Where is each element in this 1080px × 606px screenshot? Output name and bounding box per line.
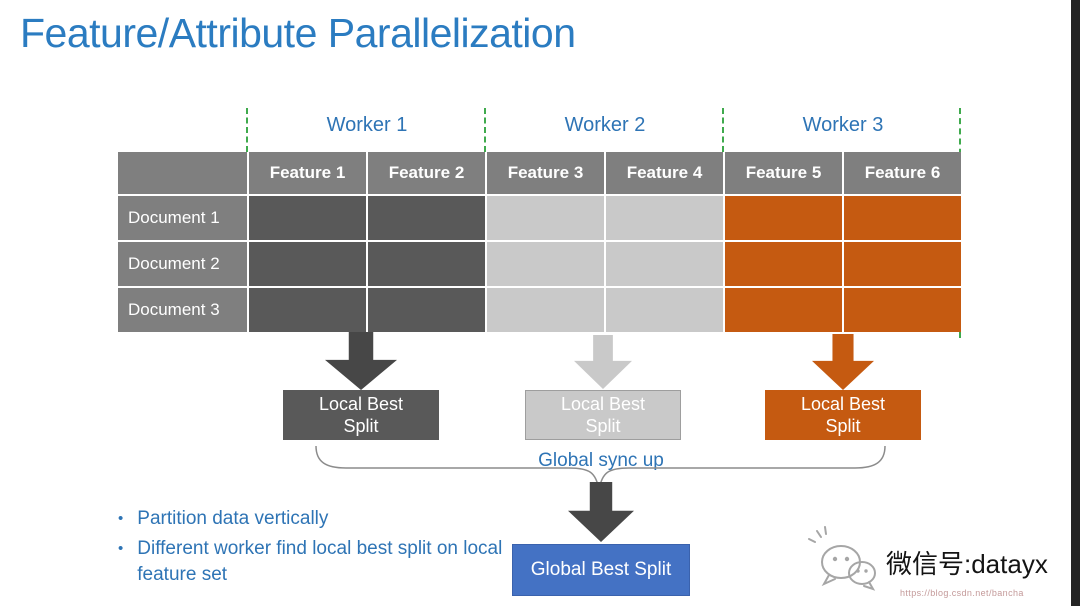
data-cell-worker2 [487, 196, 604, 240]
data-cell-worker1 [368, 196, 485, 240]
data-cell-worker2 [606, 288, 723, 332]
column-header-feature-5: Feature 5 [725, 152, 842, 194]
bullet-text: Partition data vertically [137, 508, 329, 529]
feature-table: Feature 1 Feature 2 Feature 3 Feature 4 … [118, 152, 961, 332]
column-header-feature-3: Feature 3 [487, 152, 604, 194]
data-cell-worker3 [725, 242, 842, 286]
row-header-document-1: Document 1 [118, 196, 247, 240]
data-cell-worker3 [725, 288, 842, 332]
column-header-feature-2: Feature 2 [368, 152, 485, 194]
column-header-feature-4: Feature 4 [606, 152, 723, 194]
bullet-dot: • [118, 540, 124, 557]
data-cell-worker3 [725, 196, 842, 240]
global-sync-label: Global sync up [538, 450, 664, 471]
data-cell-worker2 [606, 242, 723, 286]
data-cell-worker3 [844, 288, 961, 332]
row-header-document-3: Document 3 [118, 288, 247, 332]
local-best-split-label: Local Best Split [800, 394, 886, 436]
data-cell-worker2 [487, 288, 604, 332]
data-cell-worker3 [844, 242, 961, 286]
bullet-dot: • [118, 510, 124, 527]
data-cell-worker2 [606, 196, 723, 240]
wechat-icon [808, 526, 876, 591]
worker1-down-arrow [325, 332, 397, 390]
worker1-label: Worker 1 [326, 114, 408, 136]
data-cell-worker1 [249, 288, 366, 332]
data-cell-worker1 [368, 242, 485, 286]
data-cell-worker1 [249, 242, 366, 286]
data-cell-worker2 [487, 242, 604, 286]
global-best-split-label: Global Best Split [530, 559, 672, 580]
watermark: 微信号:datayx [806, 526, 1048, 598]
screen-edge-strip [1071, 0, 1080, 606]
worker2-label: Worker 2 [564, 114, 646, 136]
bullet-item: • Different worker find local best split… [118, 536, 518, 588]
worker3-local-best-split-box: Local Best Split [765, 390, 921, 440]
global-best-split-box: Global Best Split [512, 544, 690, 596]
bullet-item: • Partition data vertically [118, 506, 518, 532]
worker2-local-best-split-box: Local Best Split [525, 390, 681, 440]
local-best-split-label: Local Best Split [560, 394, 646, 436]
data-cell-worker1 [368, 288, 485, 332]
watermark-url: https://blog.csdn.net/bancha [900, 588, 1024, 598]
table-corner-cell [118, 152, 247, 194]
worker3-left-dashed-divider [722, 108, 724, 152]
bullet-list: • Partition data vertically • Different … [118, 506, 518, 592]
row-header-document-2: Document 2 [118, 242, 247, 286]
worker1-local-best-split-box: Local Best Split [283, 390, 439, 440]
data-cell-worker3 [844, 196, 961, 240]
worker2-down-arrow [574, 335, 632, 389]
watermark-text: 微信号:datayx [886, 548, 1048, 579]
slide-title: Feature/Attribute Parallelization [20, 10, 576, 56]
bullet-text: Different worker find local best split o… [137, 538, 503, 585]
worker3-label: Worker 3 [802, 114, 884, 136]
worker1-left-dashed-divider [246, 108, 248, 152]
data-cell-worker1 [249, 196, 366, 240]
worker3-down-arrow [812, 334, 874, 390]
column-header-feature-6: Feature 6 [844, 152, 961, 194]
local-best-split-label: Local Best Split [318, 394, 404, 436]
worker2-left-dashed-divider [484, 108, 486, 152]
column-header-feature-1: Feature 1 [249, 152, 366, 194]
